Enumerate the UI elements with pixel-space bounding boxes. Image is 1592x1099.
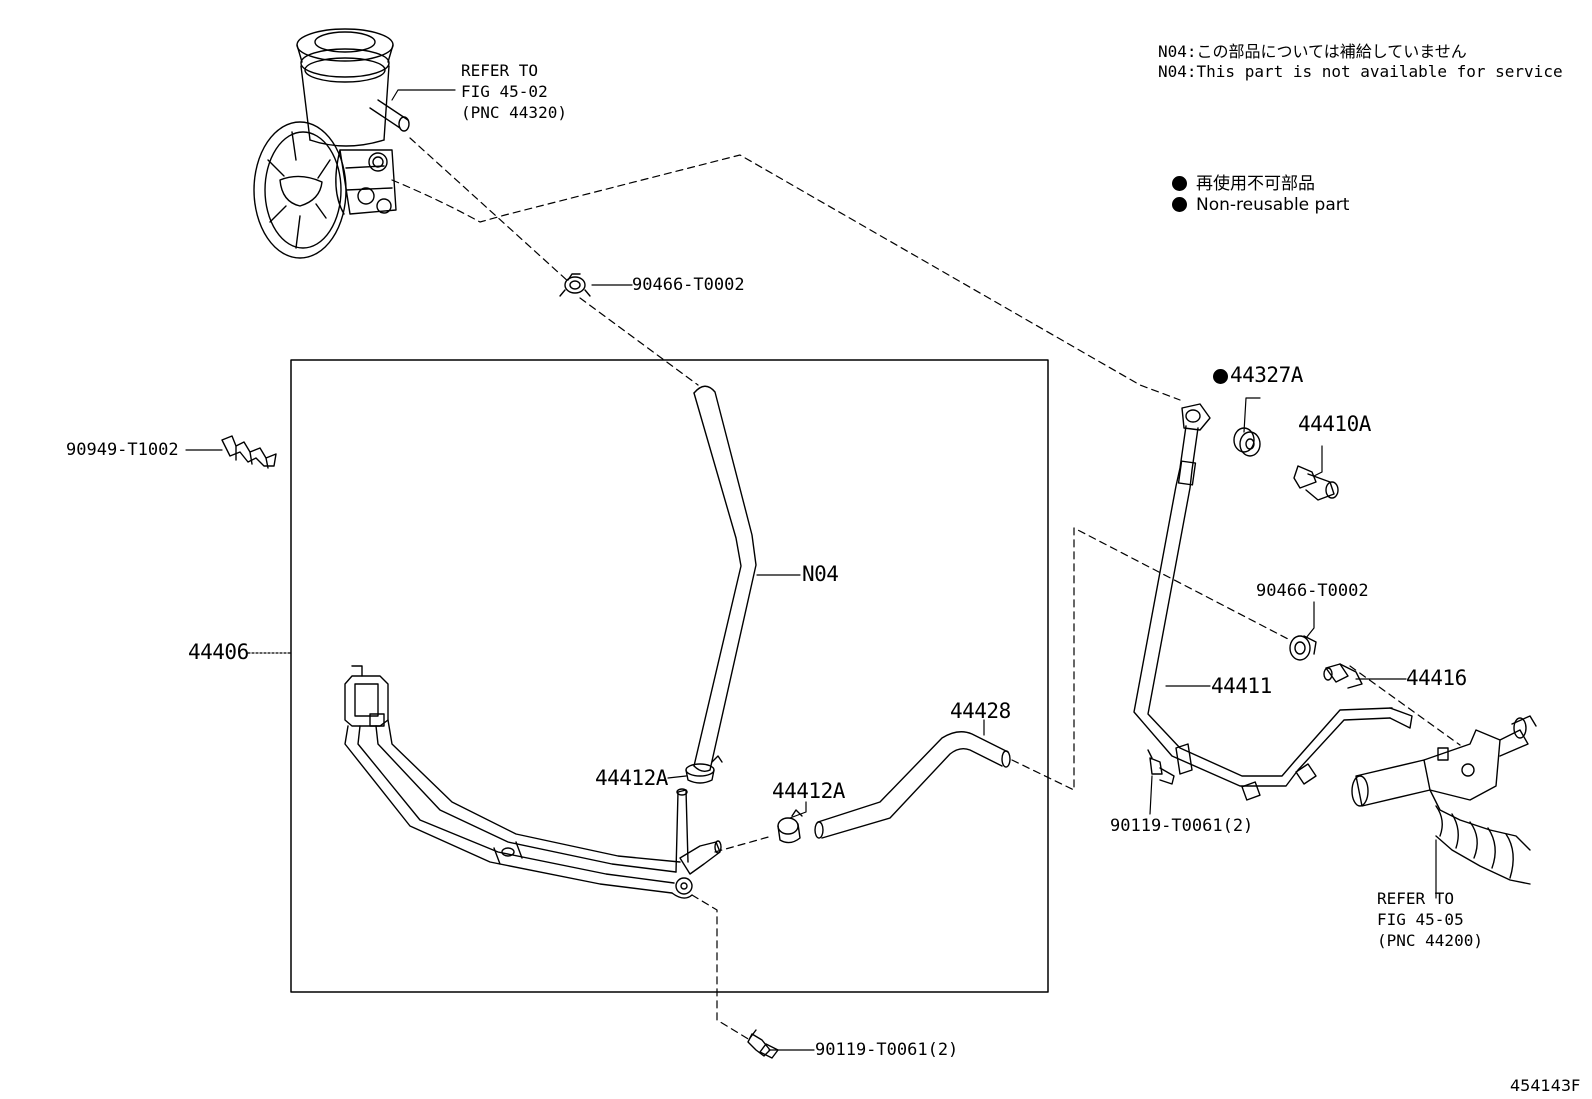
hose-44428 xyxy=(814,731,1011,839)
note-n04-japanese: N04:この部品については補給していません xyxy=(1158,42,1467,61)
non-reusable-dot-icon xyxy=(1172,176,1187,191)
part-label-clamp-a1[interactable]: 44412A xyxy=(595,766,668,790)
part-label-tube-44416[interactable]: 44416 xyxy=(1406,666,1467,690)
gasket-icon xyxy=(1233,427,1261,457)
clamp-icon xyxy=(559,273,591,297)
refer-gear: REFER TO FIG 45-05 (PNC 44200) xyxy=(1377,889,1483,950)
part-label-clamp-top[interactable]: 90466-T0002 xyxy=(632,275,745,295)
non-reusable-dot-icon xyxy=(1172,197,1187,212)
part-label-tube-44411[interactable]: 44411 xyxy=(1211,674,1272,698)
clamp-icon xyxy=(685,755,723,784)
tube-44416 xyxy=(1323,663,1363,689)
bolt-icon xyxy=(747,1029,779,1059)
part-label-bolt-right[interactable]: 90119-T0061(2) xyxy=(1110,816,1254,836)
non-reusable-dot-icon xyxy=(1213,369,1228,384)
pipe-assembly xyxy=(344,665,722,899)
clip-icon xyxy=(221,435,277,469)
legend-japanese: 再使用不可部品 xyxy=(1172,169,1315,194)
part-label-clamp-right[interactable]: 90466-T0002 xyxy=(1256,581,1369,601)
part-label-gasket[interactable]: 44327A xyxy=(1213,363,1303,387)
part-label-bolt-bottom[interactable]: 90119-T0061(2) xyxy=(815,1040,959,1060)
part-label-union-bolt[interactable]: 44410A xyxy=(1298,412,1371,436)
assembly-frame xyxy=(290,359,1049,993)
power-steering-pump xyxy=(253,28,410,259)
tube-44411 xyxy=(1133,403,1413,801)
union-bolt-icon xyxy=(1293,465,1339,501)
steering-gear xyxy=(1351,715,1537,885)
part-leader-lines xyxy=(185,89,1437,1051)
refer-pump: REFER TO FIG 45-02 (PNC 44320) xyxy=(461,61,567,122)
part-label-hose-n04[interactable]: N04 xyxy=(802,562,839,586)
bolt-icon xyxy=(1147,749,1175,785)
part-label-assembly[interactable]: 44406 xyxy=(188,640,249,664)
part-label-clip-left[interactable]: 90949-T1002 xyxy=(66,440,179,460)
hose-n04 xyxy=(693,385,757,773)
legend-english: Non-reusable part xyxy=(1172,195,1349,215)
note-n04-english: N04:This part is not available for servi… xyxy=(1158,62,1563,81)
clamp-icon xyxy=(1289,635,1317,661)
figure-id: 454143F xyxy=(1510,1076,1581,1095)
part-label-clamp-a2[interactable]: 44412A xyxy=(772,779,845,803)
part-label-hose-44428[interactable]: 44428 xyxy=(950,699,1011,723)
dashed-leader-lines xyxy=(391,137,1461,1041)
